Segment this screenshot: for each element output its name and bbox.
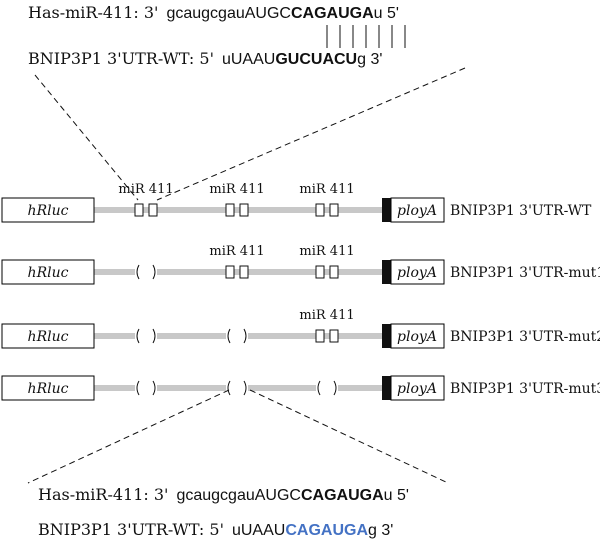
construct-rows: hRluc ployA BNIP3P1 3'UTR-WT miR 411 miR 411… [1,182,600,401]
binding-site-box [315,265,325,279]
site-label: miR 411 [299,244,354,259]
svg-text:BNIP3P1 3'UTR-WT: 5': BNIP3P1 3'UTR-WT: 5' uUAAUCAGAUGAg 3' [38,520,393,539]
polya-bar [382,260,391,284]
site-label: miR 411 [299,308,354,323]
polya-bar [382,198,391,222]
mutated-site-gap [316,384,338,392]
top-utr-seq: uUAAU [222,51,275,68]
polya-bar [382,324,391,348]
construct-row: hRluc ployA BNIP3P1 3'UTR-mut1 miR 411 miR 4… [1,244,600,285]
polya-box [390,197,445,223]
polya-bar [382,376,391,400]
mutated-site-mark [152,380,156,396]
binding-site-box [148,203,158,217]
mutated-site-mark [152,328,156,344]
reporter-box [1,197,95,223]
bottom-zoom-line-left [27,389,230,484]
construct-name: BNIP3P1 3'UTR-mut2 [450,329,600,345]
svg-text:Has-miR-411: 3' gcaugcga: Has-miR-411: 3' gcaugcgauAUGCCAGAUGAu 5' [38,485,409,504]
site-label: miR 411 [118,182,173,197]
top-utr-label: BNIP3P1 3'UTR-WT: 5' [28,49,214,68]
binding-site-box [239,265,249,279]
polya-label: ployA [397,265,437,281]
mutated-site-mark [136,380,140,396]
site-label: miR 411 [299,182,354,197]
mutated-site-mark [243,380,247,396]
reporter-box [1,323,95,349]
bottom-utr-tail: g 3' [368,522,393,539]
mutated-site-gap [135,268,157,276]
mutated-site-mark [152,264,156,280]
mutated-site-mark [136,328,140,344]
bottom-utr-seq: uUAAU [232,522,285,539]
top-mirna-seq: gcaugcgauAUGC [166,5,291,22]
polya-label: ployA [397,203,437,219]
reporter-label: hRluc [28,381,69,397]
construct-name: BNIP3P1 3'UTR-WT [450,203,592,219]
mutated-site-gap [135,332,157,340]
binding-site-box [134,203,144,217]
binding-site-box [315,329,325,343]
mutated-site-mark [243,328,247,344]
mutated-site-gap [226,384,248,392]
binding-site-box [225,203,235,217]
binding-site-box [329,265,339,279]
mutated-site-mark [227,380,231,396]
polya-box [390,259,445,285]
bottom-mirna-tail: u 5' [384,487,409,504]
reporter-label: hRluc [28,329,69,345]
bottom-mirna-seq: gcaugcgauAUGC [176,487,301,504]
top-mirna-seed: CAGAUGA [291,5,374,22]
mutated-site-mark [333,380,337,396]
mutated-site-gap [135,384,157,392]
construct-name: BNIP3P1 3'UTR-mut3 [450,381,600,397]
binding-site-box [225,265,235,279]
utr-line [94,269,384,275]
reporter-box [1,375,95,401]
binding-site-box [239,203,249,217]
construct-row: hRluc ployA BNIP3P1 3'UTR-mut3 [1,375,600,401]
top-base-pair-lines [326,25,406,48]
binding-site-box [329,203,339,217]
construct-row: hRluc ployA BNIP3P1 3'UTR-WT miR 411 miR 411… [1,182,592,223]
polya-box [390,323,445,349]
reporter-label: hRluc [28,265,69,281]
bottom-mirna-seed: CAGAUGA [301,487,384,504]
reporter-box [1,259,95,285]
svg-text:Has-miR-411: 3' gcaugcga: Has-miR-411: 3' gcaugcgauAUGCCAGAUGAu 5' [28,3,399,22]
bottom-utr-label: BNIP3P1 3'UTR-WT: 5' [38,520,224,539]
construct-name: BNIP3P1 3'UTR-mut1 [450,265,600,281]
top-utr-tail: g 3' [357,51,382,68]
mutated-site-mark [136,264,140,280]
svg-text:BNIP3P1 3'UTR-WT: 5': BNIP3P1 3'UTR-WT: 5' uUAAUGUCUACUg 3' [28,49,382,68]
binding-site-box [315,203,325,217]
polya-label: ployA [397,381,437,397]
polya-label: ployA [397,329,437,345]
utr-line [94,207,384,213]
polya-box [390,375,445,401]
site-label: miR 411 [209,182,264,197]
bottom-utr-mutated-site: CAGAUGA [285,522,368,539]
mutated-site-mark [227,328,231,344]
bottom-pairing: Has-miR-411: 3' gcaugcgauAUGCCAGAUGAu 5'… [38,485,409,539]
bottom-mirna-label: Has-miR-411: 3' [38,485,168,504]
top-mirna-label: Has-miR-411: 3' [28,3,158,22]
mutated-site-gap [226,332,248,340]
top-mirna-tail: u 5' [374,5,399,22]
top-zoom-line-left [34,74,139,201]
mutated-site-mark [317,380,321,396]
construct-row: hRluc ployA BNIP3P1 3'UTR-mut2 miR 411 [1,308,600,349]
binding-site-box [329,329,339,343]
reporter-label: hRluc [28,203,69,219]
bottom-zoom-line-right [249,389,449,484]
site-label: miR 411 [209,244,264,259]
top-utr-site: GUCUACU [275,51,357,68]
top-pairing: Has-miR-411: 3' gcaugcgauAUGCCAGAUGAu 5'… [28,3,406,68]
top-zoom-line-right [156,67,466,201]
